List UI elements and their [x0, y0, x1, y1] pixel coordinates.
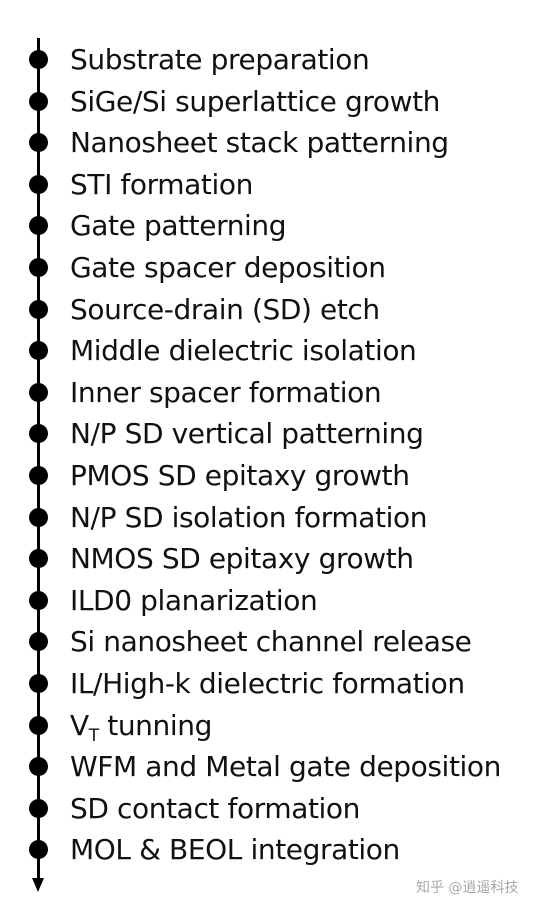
step-dot-icon [29, 590, 48, 610]
process-step: Nanosheet stack patterning [0, 124, 550, 164]
step-dot-icon [29, 632, 48, 652]
step-label: Substrate preparation [70, 43, 370, 76]
step-dot-icon [29, 466, 48, 485]
step-label: ILD0 planarization [70, 583, 318, 617]
process-step: VT tunning [0, 707, 550, 747]
step-label: PMOS SD epitaxy growth [70, 459, 410, 492]
step-label: N/P SD isolation formation [70, 500, 428, 534]
step-label: IL/High-k dielectric formation [70, 667, 465, 700]
step-label: Si nanosheet channel release [70, 625, 472, 659]
timeline-line [37, 38, 40, 880]
step-dot-icon [29, 258, 48, 277]
process-step: ILD0 planarization [0, 582, 550, 622]
process-step: N/P SD isolation formation [0, 499, 550, 539]
step-dot-icon [29, 424, 48, 444]
step-label: SD contact formation [70, 791, 360, 825]
process-step: Inner spacer formation [0, 374, 550, 414]
process-step: SiGe/Si superlattice growth [0, 83, 550, 123]
step-dot-icon [29, 91, 48, 111]
step-label-main: V [70, 708, 89, 742]
arrow-down-icon [32, 878, 44, 892]
process-step: NMOS SD epitaxy growth [0, 540, 550, 580]
step-label: WFM and Metal gate deposition [70, 750, 501, 784]
step-label: STI formation [70, 167, 253, 201]
step-dot-icon [29, 50, 48, 69]
process-step: SD contact formation [0, 790, 550, 830]
process-step: IL/High-k dielectric formation [0, 665, 550, 705]
step-dot-icon [29, 174, 48, 194]
step-dot-icon [29, 757, 48, 777]
process-step: STI formation [0, 166, 550, 206]
process-step: N/P SD vertical patterning [0, 415, 550, 455]
step-label: Middle dielectric isolation [70, 334, 417, 368]
step-dot-icon [29, 840, 48, 860]
process-step: WFM and Metal gate deposition [0, 748, 550, 788]
step-dot-icon [29, 133, 48, 153]
process-step: Substrate preparation [0, 41, 550, 81]
watermark: 知乎 @逍遥科技 [416, 880, 519, 896]
step-dot-icon [29, 341, 48, 361]
step-label: Gate spacer deposition [70, 251, 386, 284]
process-step: PMOS SD epitaxy growth [0, 457, 550, 497]
step-dot-icon [29, 382, 48, 402]
step-dot-icon [29, 299, 48, 319]
step-label: NMOS SD epitaxy growth [70, 542, 414, 576]
step-label: Nanosheet stack patterning [70, 126, 449, 160]
step-label: VT tunning [70, 707, 212, 745]
step-dot-icon [29, 674, 48, 693]
process-step: Source-drain (SD) etch [0, 291, 550, 331]
step-label: N/P SD vertical patterning [70, 417, 424, 451]
step-label: Inner spacer formation [70, 375, 382, 409]
step-dot-icon [29, 549, 48, 569]
step-label: MOL & BEOL integration [70, 833, 400, 867]
process-step: Gate patterning [0, 207, 550, 247]
process-step: Gate spacer deposition [0, 249, 550, 289]
process-step: Middle dielectric isolation [0, 332, 550, 372]
step-label: Source-drain (SD) etch [70, 292, 380, 326]
step-label-subscript: T [88, 725, 99, 746]
step-dot-icon [29, 507, 48, 527]
step-dot-icon [29, 798, 48, 818]
step-label: Gate patterning [70, 209, 287, 243]
step-dot-icon [29, 715, 48, 735]
step-label-rest: tunning [98, 708, 212, 742]
step-dot-icon [29, 216, 48, 236]
step-label: SiGe/Si superlattice growth [70, 84, 441, 118]
process-step: MOL & BEOL integration [0, 831, 550, 871]
process-step: Si nanosheet channel release [0, 623, 550, 663]
